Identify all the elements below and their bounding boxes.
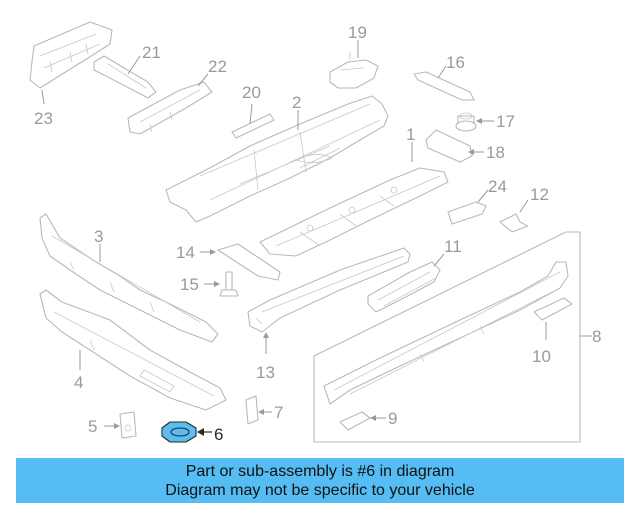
part-9-shape <box>339 411 371 431</box>
part-12-shape <box>499 213 529 233</box>
part-8-box <box>313 231 581 443</box>
callout-22: 22 <box>208 57 227 76</box>
callout-15: 15 <box>180 275 199 294</box>
part-15-shape <box>219 271 239 297</box>
leader-23 <box>41 89 45 105</box>
part-6-shape <box>161 421 197 443</box>
part-18-shape <box>425 129 473 163</box>
part-13-shape <box>247 247 411 333</box>
callout-14: 14 <box>176 243 195 262</box>
part-4-shape <box>39 289 227 411</box>
callout-18: 18 <box>486 143 505 162</box>
leader-22 <box>197 73 209 87</box>
part-3-shape <box>39 213 219 343</box>
part-24-shape <box>447 201 487 225</box>
part-21-shape <box>93 55 157 99</box>
callout-12: 12 <box>530 185 549 204</box>
info-banner: Part or sub-assembly is #6 in diagram Di… <box>16 458 624 503</box>
callout-4: 4 <box>74 373 83 392</box>
part-20-shape <box>231 113 275 139</box>
callout-8: 8 <box>592 327 601 346</box>
callout-24: 24 <box>488 177 507 196</box>
leader-24 <box>477 189 489 203</box>
callout-9: 9 <box>388 409 397 428</box>
part-8-shape <box>323 261 569 405</box>
part-17-shape <box>455 112 477 132</box>
callout-11: 11 <box>444 237 462 256</box>
leader-20 <box>249 103 253 125</box>
callout-13: 13 <box>256 363 275 382</box>
callout-16: 16 <box>446 53 465 72</box>
leader-21 <box>127 55 141 75</box>
part-14-shape <box>217 243 281 281</box>
callout-3: 3 <box>94 227 103 246</box>
callout-6: 6 <box>214 425 223 444</box>
part-16-shape <box>413 71 475 101</box>
callout-5: 5 <box>88 417 97 436</box>
callout-1: 1 <box>406 125 415 144</box>
part-23-shape <box>29 21 113 89</box>
parts-diagram: 23 21 22 20 19 16 17 18 <box>29 21 601 444</box>
callout-21: 21 <box>142 43 161 62</box>
leader-16 <box>437 65 447 79</box>
callout-2: 2 <box>292 93 301 112</box>
callout-19: 19 <box>348 23 367 42</box>
callout-7: 7 <box>274 403 283 422</box>
callout-23: 23 <box>34 109 53 128</box>
part-1-shape <box>259 167 449 257</box>
callout-17: 17 <box>496 112 515 131</box>
banner-line-1: Part or sub-assembly is #6 in diagram <box>185 462 455 480</box>
part-22-shape <box>127 81 213 135</box>
leader-12 <box>519 199 529 213</box>
part-11-shape <box>367 261 441 313</box>
banner-line-2: Diagram may not be specific to your vehi… <box>165 481 475 499</box>
part-7-shape <box>245 395 259 425</box>
part-5-shape <box>119 411 137 439</box>
callout-10: 10 <box>532 347 551 366</box>
part-10-shape <box>533 297 573 321</box>
callout-20: 20 <box>242 83 261 102</box>
part-2-shape <box>165 95 389 223</box>
leader-11 <box>433 253 445 267</box>
part-19-shape <box>329 52 379 89</box>
